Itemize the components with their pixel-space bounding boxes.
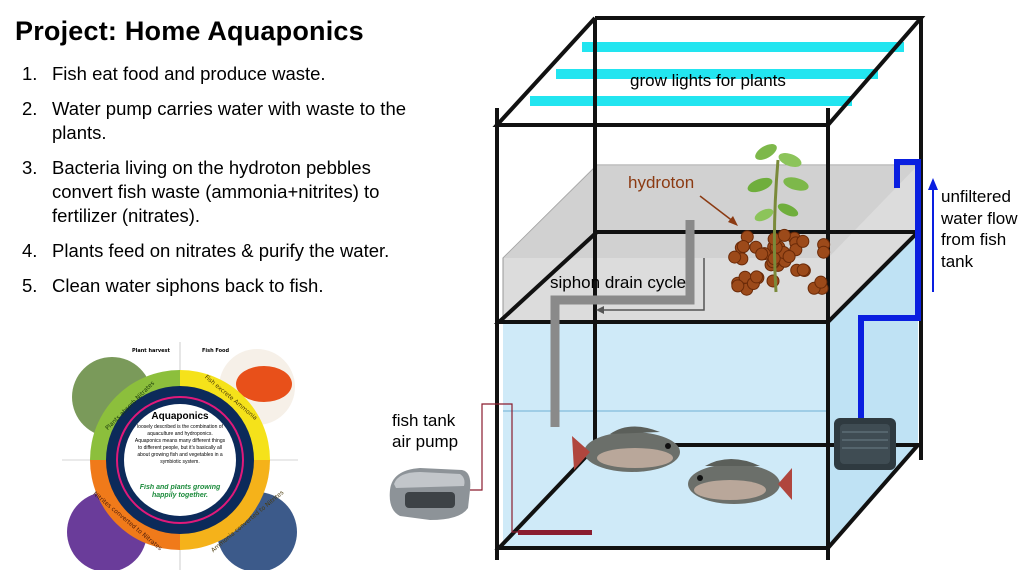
hydroton-pebble xyxy=(749,270,763,284)
hydroton-pebble xyxy=(796,263,810,277)
hydroton-pebble xyxy=(796,234,810,248)
siphon-pipe xyxy=(550,220,695,427)
list-item: 3.Bacteria living on the hydroton pebble… xyxy=(22,157,380,226)
hydroton-pebble xyxy=(766,274,780,288)
arrow-head-icon xyxy=(728,216,738,226)
grow-light xyxy=(556,69,878,79)
hydroton-pointer xyxy=(699,195,735,223)
tray-top xyxy=(503,165,918,258)
water-pump-pipe xyxy=(858,159,921,420)
page-title: Project: Home Aquaponics xyxy=(15,16,364,46)
siphon-arrow xyxy=(600,258,705,311)
hydroton-pebble xyxy=(814,275,828,289)
hydroton-pebble xyxy=(731,279,745,293)
grow-lights-label: grow lights for plants xyxy=(630,71,786,90)
air-stone xyxy=(518,530,592,535)
hydroton-pebble xyxy=(817,245,831,259)
water-line xyxy=(503,410,828,412)
hydroton-pebble xyxy=(777,228,791,242)
water-flow-label: unfiltered water flow from fish tank xyxy=(941,187,1018,271)
arrow-up-icon xyxy=(928,178,938,190)
siphon-label: siphon drain cycle xyxy=(550,273,687,292)
list-item: 2.Water pump carries water with waste to… xyxy=(22,98,407,143)
arrow-head-icon xyxy=(596,306,604,314)
list-item: 1.Fish eat food and produce waste. xyxy=(22,63,326,84)
air-pump-icon xyxy=(389,468,471,520)
infographic-tagline: Fish and plants growing happily together… xyxy=(139,484,221,499)
steps-list: 1.Fish eat food and produce waste. 2.Wat… xyxy=(22,62,422,309)
air-line xyxy=(470,403,520,533)
fish-icon xyxy=(688,459,792,504)
plant-icon xyxy=(747,144,809,293)
plant-harvest-label: Plant harvest xyxy=(132,348,170,354)
infographic-title: Aquaponics xyxy=(151,411,209,422)
hydroton-pebble xyxy=(755,247,769,261)
hydroton-pebble xyxy=(782,249,796,263)
fish-icon xyxy=(572,426,680,472)
infographic-body: loosely described is the combination of … xyxy=(134,424,226,465)
fish-food-label: Fish Food xyxy=(202,348,229,354)
aquaponics-cycle-infographic: Aquaponics loosely described is the comb… xyxy=(62,342,298,570)
hydroton-pebble xyxy=(728,250,742,264)
grow-light xyxy=(582,42,904,52)
grow-light xyxy=(530,96,852,106)
air-pump-label: fish tank air pump xyxy=(392,411,459,451)
hydroton-pebble xyxy=(736,240,750,254)
list-item: 5.Clean water siphons back to fish. xyxy=(22,275,324,296)
hydroton-label: hydroton xyxy=(628,173,695,192)
list-item: 4.Plants feed on nitrates & purify the w… xyxy=(22,240,390,261)
water-pump-icon xyxy=(834,418,896,470)
hydroton-pebbles xyxy=(728,228,831,296)
rack-frame xyxy=(492,16,926,560)
